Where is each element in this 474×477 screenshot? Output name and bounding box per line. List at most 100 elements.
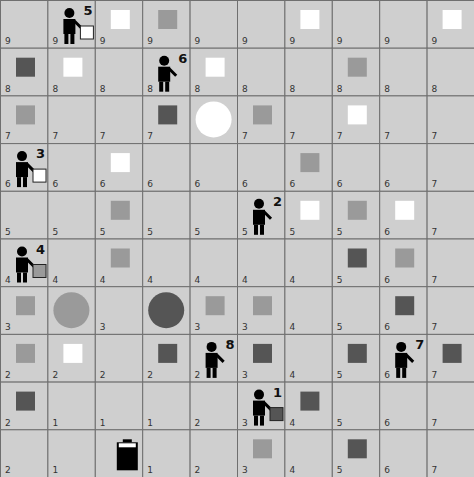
cell-height: 5 <box>337 465 343 475</box>
cell-height: 8 <box>432 84 438 94</box>
robot-head <box>254 199 264 209</box>
grid-cell <box>143 382 190 430</box>
robot-figure <box>253 199 271 235</box>
block-square <box>111 10 130 29</box>
block-square <box>253 344 272 363</box>
cell-height: 5 <box>337 322 343 332</box>
grid-cell <box>190 239 237 287</box>
cell-height: 7 <box>100 131 106 141</box>
block-square <box>300 201 319 220</box>
cell-height: 2 <box>5 370 11 380</box>
robot-number: 8 <box>226 338 235 352</box>
cell-height: 6 <box>52 179 58 189</box>
block-square <box>206 58 225 77</box>
robot-leg <box>260 416 264 426</box>
cell-height: 1 <box>147 418 153 428</box>
cell-height: 2 <box>195 418 201 428</box>
grid-cell <box>95 334 142 382</box>
cell-height: 9 <box>242 36 248 46</box>
cell-height: 1 <box>147 465 153 475</box>
grid-cell <box>332 191 379 239</box>
robot-leg <box>64 34 68 44</box>
robot-number: 4 <box>36 243 45 257</box>
block-square <box>300 153 319 172</box>
cell-height: 5 <box>337 275 343 285</box>
grid-cell <box>95 1 142 49</box>
cell-height: 6 <box>384 179 390 189</box>
grid-cell <box>332 334 379 382</box>
cell-height: 7 <box>432 418 438 428</box>
robot-arm <box>264 212 271 219</box>
robot-leg <box>213 368 217 378</box>
block-square <box>443 10 462 29</box>
block-square <box>348 201 367 220</box>
grid-cell <box>48 430 95 477</box>
grid-cell <box>380 144 427 192</box>
cell-height: 7 <box>432 370 438 380</box>
cell-height: 8 <box>195 84 201 94</box>
robot-figure <box>395 342 413 378</box>
block-square <box>348 105 367 124</box>
cell-height: 9 <box>195 36 201 46</box>
block-square <box>348 439 367 458</box>
robot-number: 7 <box>415 338 424 352</box>
grid-cell <box>1 430 48 477</box>
grid-cell <box>285 48 332 96</box>
robot-head <box>17 247 27 257</box>
cell-height: 9 <box>432 36 438 46</box>
block-square <box>300 392 319 411</box>
robot-head <box>159 56 169 66</box>
grid-cell <box>1 96 48 144</box>
block-square <box>16 105 35 124</box>
cell-height: 8 <box>147 84 153 94</box>
cell-height: 2 <box>195 465 201 475</box>
battery-cap <box>123 439 132 442</box>
cell-height: 5 <box>195 227 201 237</box>
cell-height: 6 <box>100 179 106 189</box>
grid-cell <box>143 191 190 239</box>
robot-head <box>64 8 74 18</box>
block-square <box>253 439 272 458</box>
grid-cell <box>332 144 379 192</box>
block-square <box>206 296 225 315</box>
battery-icon <box>117 439 138 470</box>
robot-arm <box>169 69 176 76</box>
grid-cell <box>48 144 95 192</box>
robot-body <box>16 258 28 273</box>
grid-cell <box>380 48 427 96</box>
cell-height: 7 <box>432 179 438 189</box>
grid-cell <box>143 1 190 49</box>
grid-cell <box>380 287 427 335</box>
cell-height: 4 <box>100 275 106 285</box>
grid-cell <box>95 144 142 192</box>
cell-height: 1 <box>52 465 58 475</box>
cell-height: 5 <box>100 227 106 237</box>
cell-height: 6 <box>289 179 295 189</box>
grid-cell <box>95 191 142 239</box>
cell-height: 1 <box>100 418 106 428</box>
grid-cell <box>238 1 285 49</box>
cell-height: 5 <box>337 227 343 237</box>
cell-height: 6 <box>337 179 343 189</box>
grid-cell <box>1 334 48 382</box>
cell-height: 6 <box>195 179 201 189</box>
grid-cell <box>285 144 332 192</box>
cell-height: 7 <box>432 322 438 332</box>
cell-height: 4 <box>289 418 295 428</box>
grid-cell <box>332 1 379 49</box>
grid-cell <box>427 334 474 382</box>
robot-leg <box>260 225 264 235</box>
grid-cell <box>238 191 285 239</box>
grid-cell <box>1 239 48 287</box>
cell-height: 9 <box>337 36 343 46</box>
block-square <box>16 392 35 411</box>
grid-cell <box>380 239 427 287</box>
carried-block <box>270 408 283 421</box>
robot-leg <box>402 368 406 378</box>
cell-height: 5 <box>289 227 295 237</box>
block-square <box>63 58 82 77</box>
robot-figure <box>158 56 176 92</box>
cell-height: 7 <box>432 465 438 475</box>
block-square <box>111 249 130 268</box>
grid-cell <box>238 430 285 477</box>
